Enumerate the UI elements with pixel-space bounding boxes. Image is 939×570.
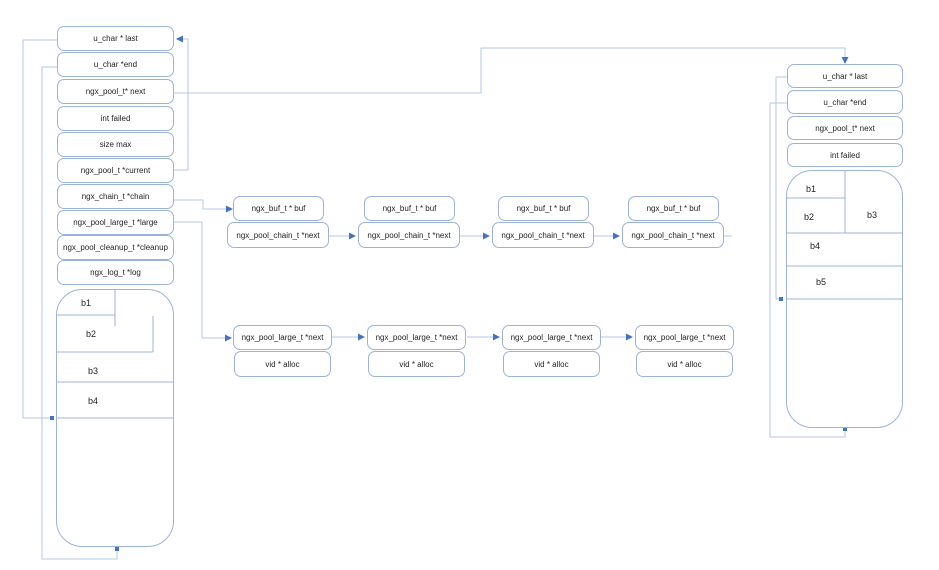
right-block-cell-b4: b4	[809, 241, 821, 251]
chain-node-1-next[interactable]: ngx_pool_chain_t *next	[227, 222, 329, 248]
large-node-2-next[interactable]: ngx_pool_large_t *next	[367, 325, 466, 350]
left-block-cell-b4: b4	[87, 396, 99, 406]
chain-node-4-next[interactable]: ngx_pool_chain_t *next	[622, 222, 724, 248]
left-pool-field-failed[interactable]: int failed	[57, 106, 174, 131]
chain-node-3-next[interactable]: ngx_pool_chain_t *next	[492, 222, 594, 248]
right-pool-field-last[interactable]: u_char * last	[787, 64, 903, 88]
large-node-4-next[interactable]: ngx_pool_large_t *next	[635, 325, 734, 350]
right-pool-field-end[interactable]: u_char *end	[787, 90, 903, 114]
large-node-2-alloc[interactable]: vid * alloc	[368, 351, 465, 377]
left-pool-field-cleanup[interactable]: ngx_pool_cleanup_t *cleanup	[57, 235, 174, 260]
left-pool-field-current[interactable]: ngx_pool_t *current	[57, 158, 174, 183]
large-node-3-alloc[interactable]: vid * alloc	[503, 351, 600, 377]
chain-node-1-buf[interactable]: ngx_buf_t * buf	[233, 196, 324, 221]
left-block-cell-b2: b2	[85, 329, 97, 339]
right-block-cell-b5: b5	[815, 277, 827, 287]
chain-node-2-next[interactable]: ngx_pool_chain_t *next	[358, 222, 460, 248]
large-node-3-next[interactable]: ngx_pool_large_t *next	[502, 325, 601, 350]
right-pool-memory-block[interactable]	[786, 170, 903, 428]
left-pool-field-chain[interactable]: ngx_chain_t *chain	[57, 184, 174, 209]
right-block-cell-b1: b1	[805, 184, 817, 194]
large-node-1-next[interactable]: ngx_pool_large_t *next	[233, 325, 332, 350]
chain-node-4-buf[interactable]: ngx_buf_t * buf	[628, 196, 719, 221]
left-block-cell-b3: b3	[87, 366, 99, 376]
large-node-4-alloc[interactable]: vid * alloc	[636, 351, 733, 377]
right-block-cell-b3: b3	[866, 210, 878, 220]
left-pool-field-max[interactable]: size max	[57, 132, 174, 157]
left-pool-field-last[interactable]: u_char * last	[57, 26, 174, 51]
large-node-1-alloc[interactable]: vid * alloc	[234, 351, 331, 377]
right-block-cell-b2: b2	[803, 212, 815, 222]
left-pool-field-large[interactable]: ngx_pool_large_t *large	[57, 210, 174, 235]
left-pool-field-log[interactable]: ngx_log_t *log	[57, 260, 174, 285]
right-pool-field-next[interactable]: ngx_pool_t* next	[787, 116, 903, 140]
left-pool-memory-block[interactable]	[56, 289, 174, 547]
chain-node-2-buf[interactable]: ngx_buf_t * buf	[364, 196, 455, 221]
right-pool-field-failed[interactable]: int failed	[787, 143, 903, 167]
chain-node-3-buf[interactable]: ngx_buf_t * buf	[498, 196, 589, 221]
left-pool-field-end[interactable]: u_char *end	[57, 52, 174, 77]
left-pool-field-next[interactable]: ngx_pool_t* next	[57, 79, 174, 104]
left-block-cell-b1: b1	[80, 298, 92, 308]
